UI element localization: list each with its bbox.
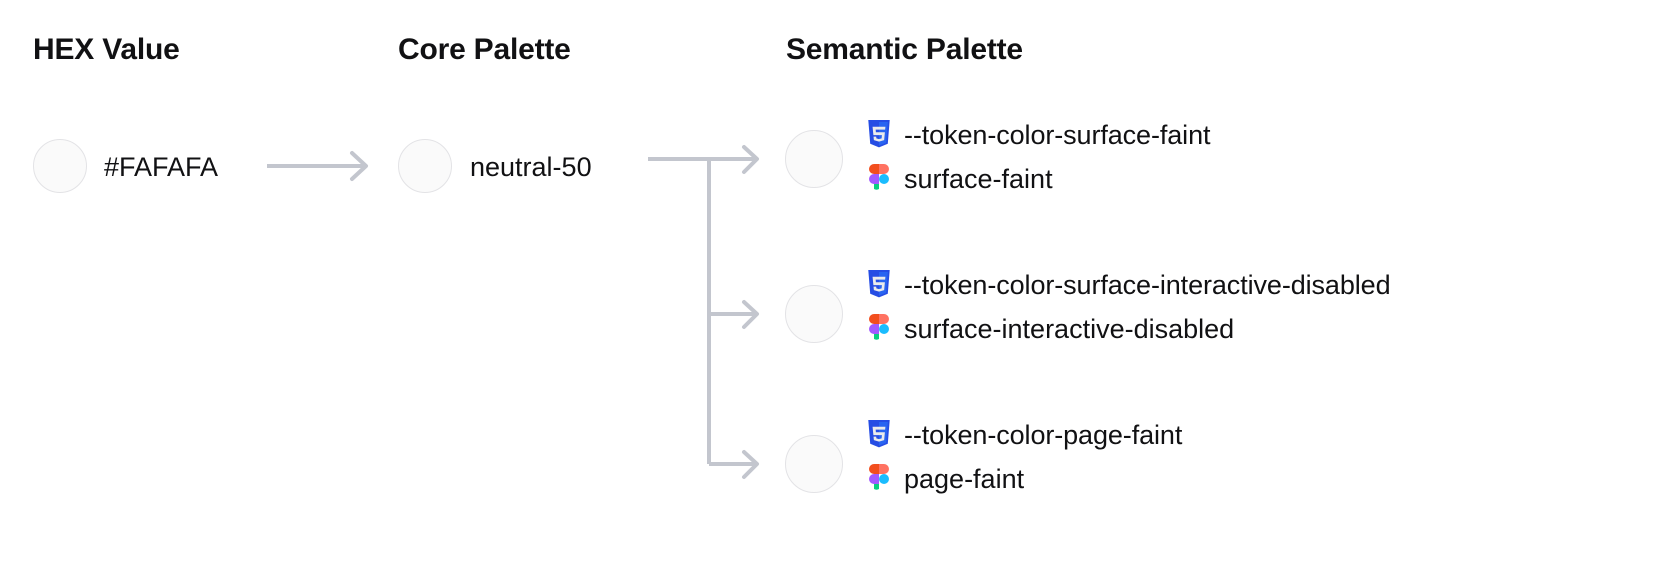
hex-value-label: #FAFAFA bbox=[104, 152, 219, 182]
column-heading-core-palette: Core Palette bbox=[398, 33, 571, 66]
semantic-token-row: --token-color-surface-interactive-disabl… bbox=[866, 263, 1391, 351]
arrow-head-branch-2 bbox=[742, 450, 759, 479]
arrow-head-branch-0 bbox=[742, 145, 759, 174]
figma-token-line: page-faint bbox=[866, 457, 1182, 501]
css3-icon bbox=[868, 270, 890, 298]
css-token-line: --token-color-surface-interactive-disabl… bbox=[866, 263, 1391, 307]
arrow-head-branch-1 bbox=[742, 300, 759, 329]
figma-token-name: surface-interactive-disabled bbox=[904, 313, 1235, 344]
css3-icon bbox=[868, 120, 890, 148]
css-token-name: --token-color-surface-interactive-disabl… bbox=[904, 269, 1391, 300]
figma-icon bbox=[869, 314, 889, 340]
figma-token-name: page-faint bbox=[904, 463, 1025, 494]
swatch-semantic-token-0 bbox=[785, 130, 843, 188]
swatch-semantic-token-1 bbox=[785, 285, 843, 343]
swatch-hex-value bbox=[33, 139, 87, 193]
figma-token-line: surface-interactive-disabled bbox=[866, 307, 1391, 351]
semantic-token-row: --token-color-surface-faint surface-fain… bbox=[866, 113, 1211, 201]
figma-icon bbox=[869, 164, 889, 190]
css-token-name: --token-color-page-faint bbox=[904, 419, 1183, 450]
column-heading-semantic-palette: Semantic Palette bbox=[786, 33, 1023, 66]
column-heading-hex-value: HEX Value bbox=[33, 33, 180, 66]
figma-token-line: surface-faint bbox=[866, 157, 1210, 201]
arrow-head-hex-to-core bbox=[350, 151, 368, 181]
css3-icon bbox=[868, 420, 890, 448]
swatch-core-palette bbox=[398, 139, 452, 193]
swatch-semantic-token-2 bbox=[785, 435, 843, 493]
semantic-token-row: --token-color-page-faint page-faint bbox=[866, 413, 1182, 501]
css-token-line: --token-color-surface-faint bbox=[866, 113, 1211, 157]
figma-icon bbox=[869, 464, 889, 490]
css-token-line: --token-color-page-faint bbox=[866, 413, 1182, 457]
core-palette-label: neutral-50 bbox=[470, 152, 592, 182]
css-token-name: --token-color-surface-faint bbox=[904, 119, 1211, 150]
figma-token-name: surface-faint bbox=[904, 163, 1053, 194]
